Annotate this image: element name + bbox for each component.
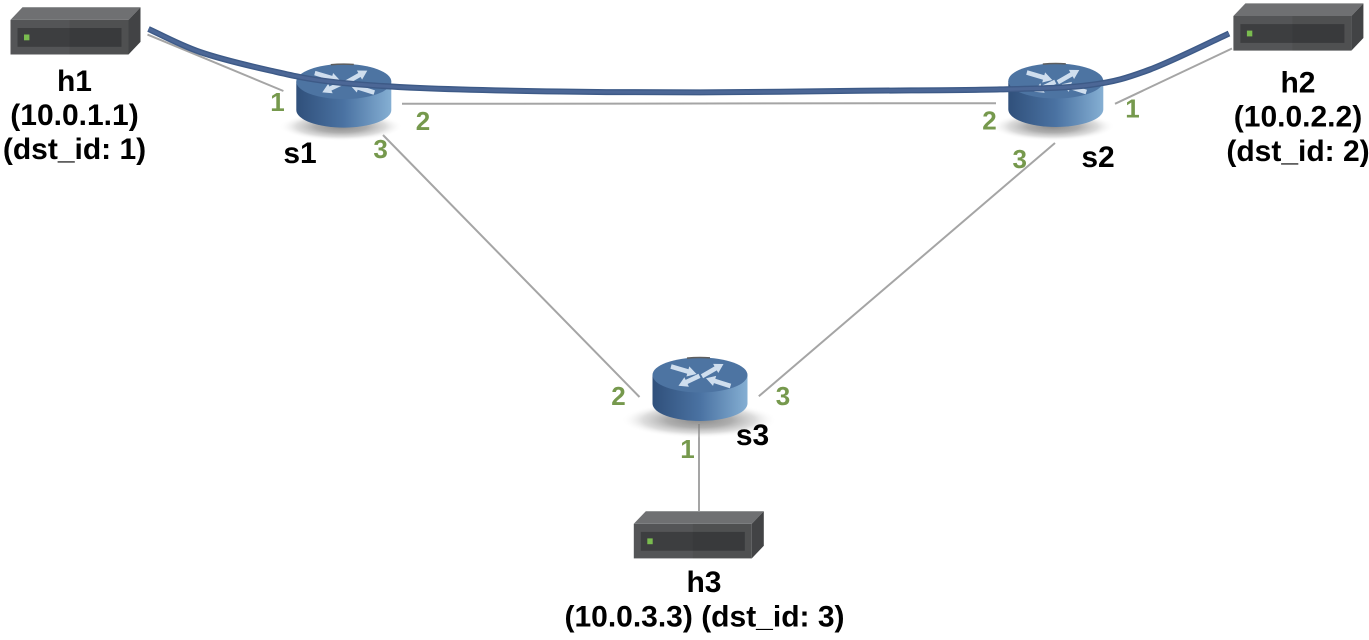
svg-text:1: 1 xyxy=(680,434,694,464)
svg-text:s3: s3 xyxy=(736,419,769,452)
svg-text:(dst_id: 2): (dst_id: 2) xyxy=(1226,135,1369,168)
svg-text:1: 1 xyxy=(1125,94,1139,124)
svg-text:h2: h2 xyxy=(1280,67,1315,100)
svg-text:s1: s1 xyxy=(283,137,316,170)
svg-text:(10.0.3.3) (dst_id: 3): (10.0.3.3) (dst_id: 3) xyxy=(564,601,844,634)
svg-text:1: 1 xyxy=(270,87,284,117)
svg-text:(10.0.2.2): (10.0.2.2) xyxy=(1234,101,1362,134)
svg-text:h1: h1 xyxy=(57,65,92,98)
svg-text:2: 2 xyxy=(982,106,996,136)
svg-text:2: 2 xyxy=(416,106,430,136)
svg-text:3: 3 xyxy=(776,381,790,411)
svg-text:(dst_id: 1): (dst_id: 1) xyxy=(3,133,146,166)
svg-text:3: 3 xyxy=(373,134,387,164)
svg-text:(10.0.1.1): (10.0.1.1) xyxy=(10,99,138,132)
svg-text:h3: h3 xyxy=(686,566,721,599)
svg-text:2: 2 xyxy=(611,381,625,411)
svg-text:s2: s2 xyxy=(1081,141,1114,174)
svg-text:3: 3 xyxy=(1012,144,1026,174)
